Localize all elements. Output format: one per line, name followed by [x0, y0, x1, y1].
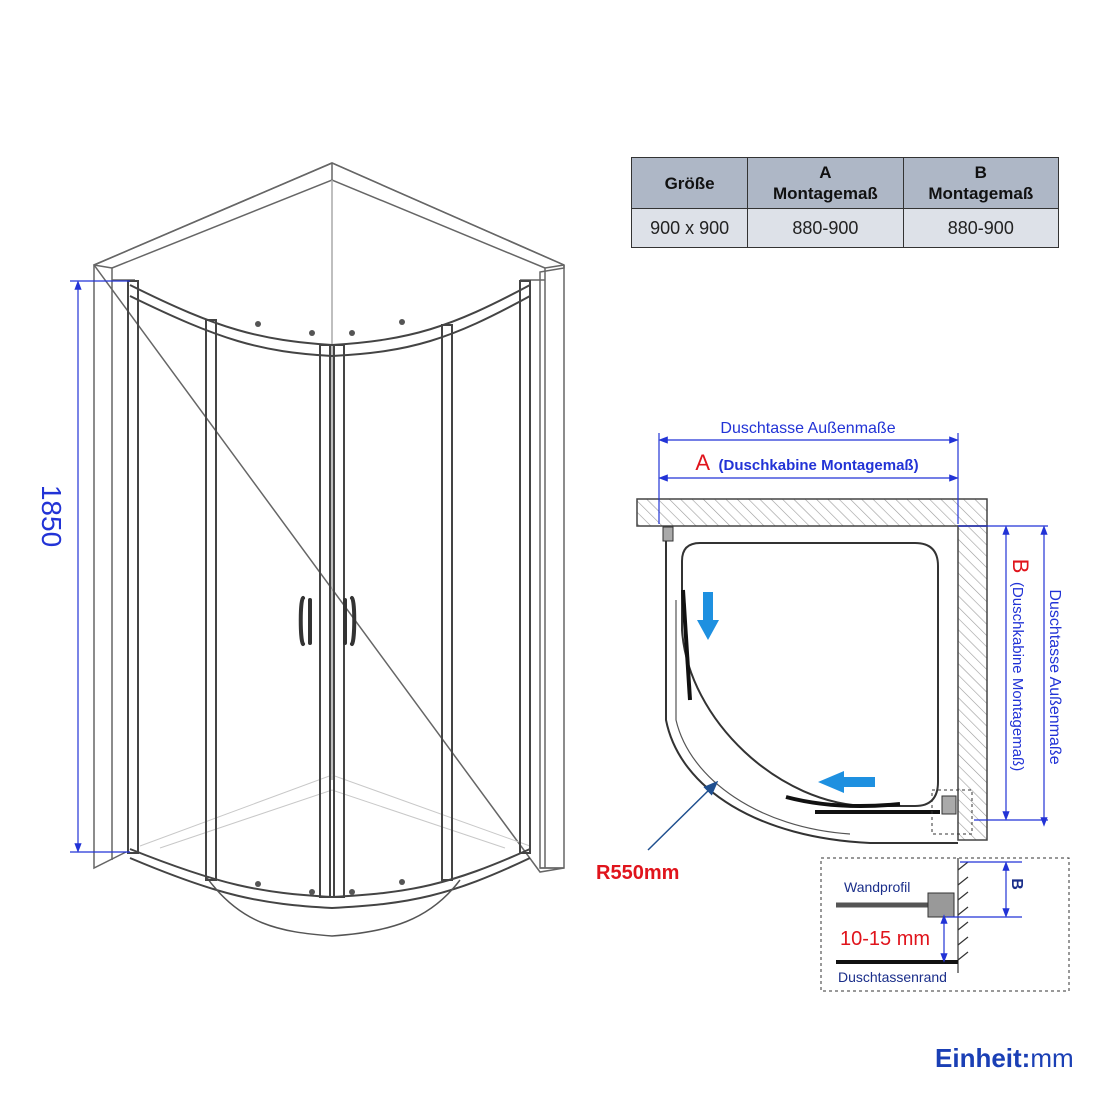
a-text: (Duschkabine Montagemaß): [719, 457, 919, 474]
door-arrow-down: [697, 592, 719, 640]
cell-a: 880-900: [747, 208, 904, 248]
top-dimensions: [658, 433, 959, 524]
shower-elevation: 1850: [36, 162, 565, 937]
wall-profile-label: Wandprofil: [844, 879, 910, 895]
outer-size-label-top: Duschtasse Außenmaße: [720, 420, 895, 437]
cell-b: 880-900: [902, 208, 1060, 248]
shower-tray: [681, 542, 939, 807]
floor-lines: [139, 774, 531, 849]
detail-b-letter: B: [1008, 878, 1025, 890]
radius-pointer: [647, 780, 719, 851]
tray-edge-label: Duschtassenrand: [838, 969, 947, 985]
svg-text:B (Duschkabine Montage: B (Duschkabine Montagemaß): [1008, 559, 1033, 771]
b-text: (Duschkabine Montagemaß): [1009, 582, 1026, 771]
height-dimension: [70, 280, 130, 853]
right-dimensions: [958, 525, 1048, 827]
corner-walls: [92, 162, 565, 873]
door-arrow-left: [818, 771, 875, 793]
a-dimension-label: A (Duschkabine Montagemaß): [695, 450, 918, 475]
height-label: 1850: [36, 485, 67, 547]
side-wall: [957, 525, 988, 841]
b-letter: B: [1008, 559, 1033, 574]
unit-label: Einheit:mm: [935, 1043, 1074, 1073]
enclosure-curve: [665, 530, 958, 844]
header-size: Größe: [630, 157, 749, 209]
radius-label: R550mm: [596, 862, 679, 884]
enclosure-frame: [127, 280, 531, 937]
cell-size: 900 x 900: [630, 208, 749, 248]
a-letter: A: [695, 450, 710, 475]
door-handles: [298, 596, 357, 646]
b-dimension-label: B (Duschkabine Montagemaß): [1008, 559, 1033, 771]
outer-size-label-right: Duschtasse Außenmaße: [1046, 589, 1063, 764]
plan-view: Duschtasse Außenmaße A (Duschkabine Mont…: [596, 420, 1063, 884]
door-rollers: [255, 319, 405, 895]
back-wall: [636, 498, 988, 527]
table-row: 900 x 900 880-900 880-900: [630, 208, 1060, 248]
profile-detail: Wandprofil 10-15 mm Duschtassenrand B: [820, 857, 1070, 992]
gap-label: 10-15 mm: [840, 928, 930, 950]
